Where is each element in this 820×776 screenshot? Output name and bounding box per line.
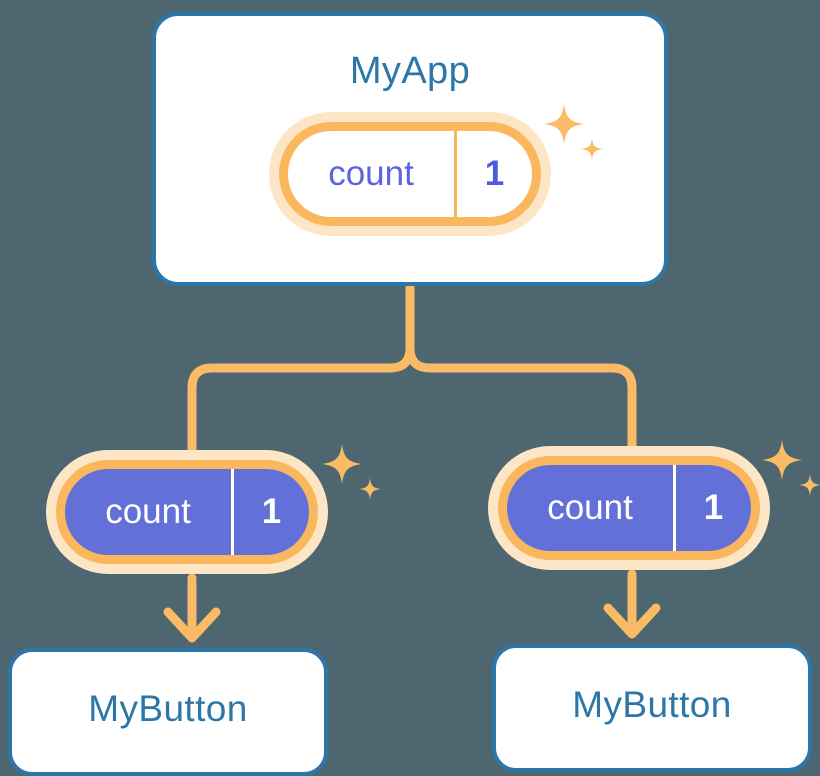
- arrow-right-head: [603, 603, 661, 639]
- sparkle-group-left: [318, 440, 388, 515]
- state-pill-left[interactable]: count 1: [56, 460, 318, 564]
- state-pill-key: count: [288, 131, 457, 217]
- component-card-label: MyButton: [88, 688, 248, 729]
- sparkle-small-icon: [799, 474, 820, 496]
- sparkle-group-right: [758, 436, 820, 511]
- connector-tree-path: [187, 279, 415, 467]
- page-title: MyApp: [349, 50, 471, 92]
- state-pill-value: 1: [484, 154, 505, 193]
- arrow-left-head: [163, 607, 221, 643]
- component-card-mybutton-right[interactable]: MyButton: [492, 644, 812, 772]
- connector-tree-path-right: [405, 279, 637, 463]
- state-pill-key: count: [507, 465, 676, 551]
- state-pill-root[interactable]: count 1: [279, 122, 541, 226]
- sparkle-small-icon: [359, 478, 381, 500]
- state-pill-value: 1: [703, 488, 724, 527]
- sparkle-large-icon: [322, 444, 362, 484]
- component-card-label: MyButton: [572, 684, 732, 725]
- state-pill-key: count: [65, 469, 234, 555]
- state-pill-value: 1: [261, 492, 282, 531]
- sparkle-large-icon: [762, 440, 802, 480]
- state-pill-right[interactable]: count 1: [498, 456, 760, 560]
- component-card-mybutton-left[interactable]: MyButton: [8, 648, 328, 776]
